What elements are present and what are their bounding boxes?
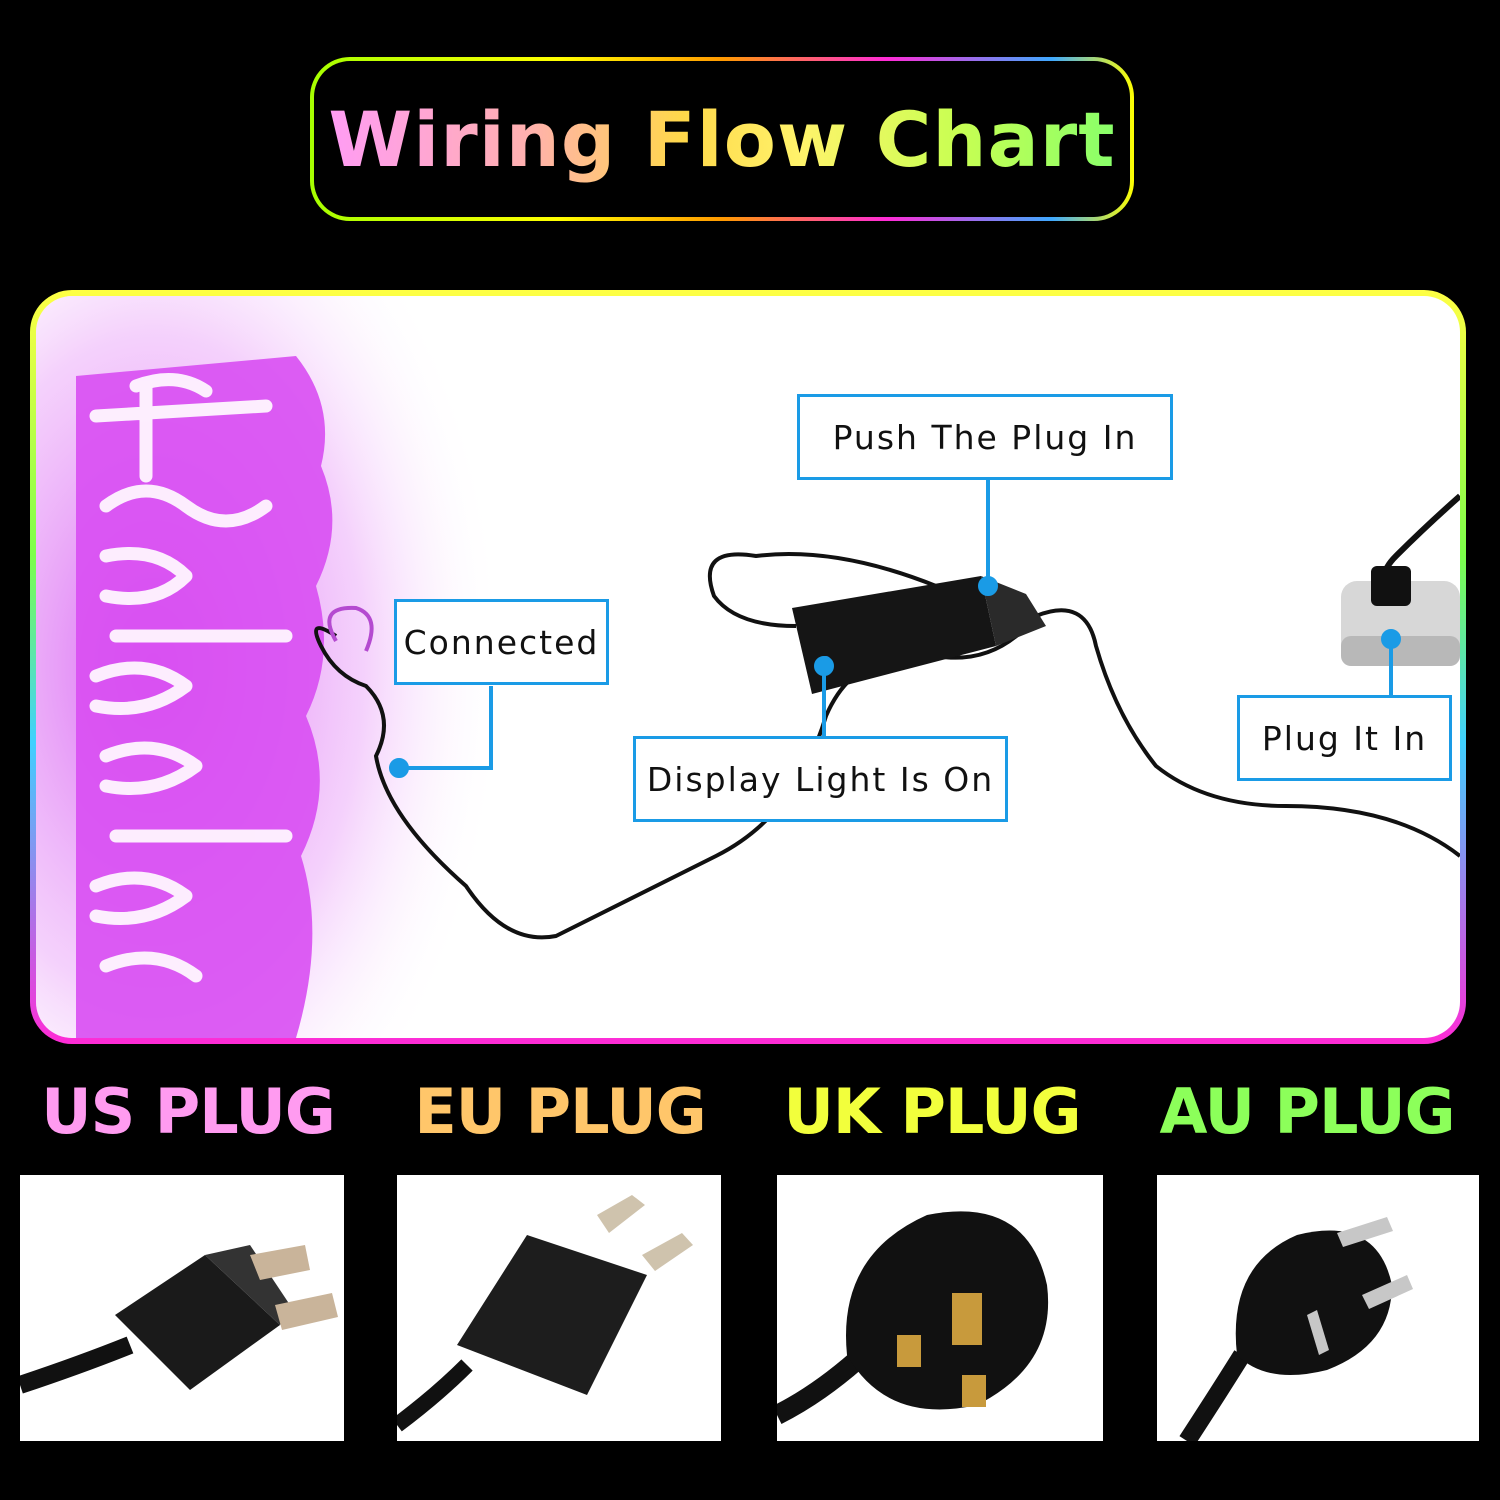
plug-label-au: AU PLUG bbox=[1159, 1075, 1456, 1148]
callout-display-light: Display Light Is On bbox=[633, 736, 1008, 822]
plug-label-uk: UK PLUG bbox=[783, 1075, 1082, 1148]
uk-plug-photo bbox=[777, 1175, 1103, 1441]
callout-push-plug: Push The Plug In bbox=[797, 394, 1173, 480]
title-frame: Wiring Flow Chart bbox=[310, 57, 1134, 221]
wiring-illustration bbox=[36, 296, 1460, 1038]
plug-label-eu: EU PLUG bbox=[414, 1075, 706, 1148]
uk-plug-icon bbox=[777, 1211, 1049, 1424]
wiring-panel-frame: Connected Push The Plug In Display Light… bbox=[30, 290, 1466, 1044]
wiring-panel: Connected Push The Plug In Display Light… bbox=[36, 296, 1460, 1038]
eu-plug-photo bbox=[397, 1175, 721, 1441]
power-strip-icon bbox=[1341, 566, 1460, 666]
au-plug-icon bbox=[1179, 1217, 1413, 1441]
title-inner: Wiring Flow Chart bbox=[314, 61, 1130, 217]
page-title: Wiring Flow Chart bbox=[328, 94, 1116, 184]
eu-plug-icon bbox=[397, 1195, 693, 1432]
au-plug-photo bbox=[1157, 1175, 1479, 1441]
plug-label-us: US PLUG bbox=[41, 1075, 336, 1148]
us-plug-icon bbox=[20, 1245, 338, 1394]
callout-connected: Connected bbox=[394, 599, 609, 685]
callout-plug-it-in: Plug It In bbox=[1237, 695, 1452, 781]
us-plug-photo bbox=[20, 1175, 344, 1441]
adapter-icon bbox=[792, 576, 1046, 694]
